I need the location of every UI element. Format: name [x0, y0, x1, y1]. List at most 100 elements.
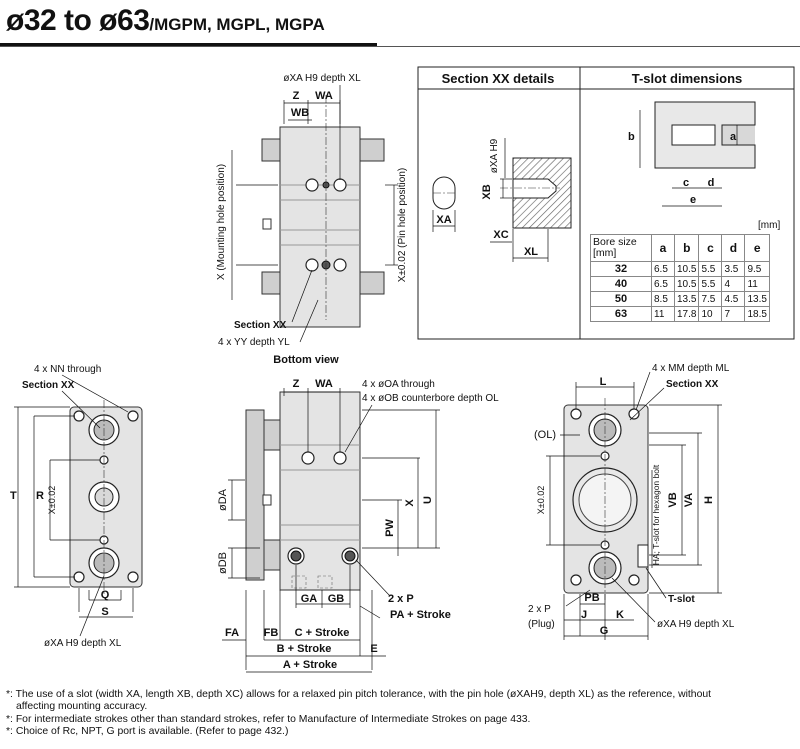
cell-bore: 63 — [590, 306, 652, 322]
sv-label-ga: GA — [301, 593, 318, 605]
t-slot-dimensions-header: T-slot dimensions — [632, 71, 743, 86]
header-c: c — [698, 234, 723, 262]
sv-label-x: X — [404, 499, 416, 507]
cell-value: 6.5 — [651, 261, 675, 277]
rv-label-xa-depth: øXA H9 depth XL — [657, 619, 735, 630]
footnote-1-cont: affecting mounting accuracy. — [16, 701, 148, 713]
title-underline — [0, 43, 377, 46]
sv-label-gb: GB — [328, 593, 345, 605]
rv-label-va: VA — [683, 493, 695, 508]
sv-label-p: 2 x P — [388, 593, 414, 605]
title-models: /MGPM, MGPL, MGPA — [149, 15, 325, 34]
t-slot-drawing: b a c d e — [628, 101, 756, 207]
rv-label-j: J — [581, 609, 587, 621]
lv-label-xa-depth: øXA H9 depth XL — [44, 638, 122, 649]
rv-label-g: G — [600, 625, 609, 637]
lv-label-s: S — [101, 606, 108, 618]
sv-label-e: E — [370, 643, 377, 655]
cell-value: 11 — [651, 306, 675, 322]
label-xa: XA — [436, 214, 451, 226]
header-b: b — [673, 234, 700, 262]
bv-label-xa-depth: øXA H9 depth XL — [283, 73, 361, 84]
cell-value: 8.5 — [651, 291, 675, 307]
rv-label-ol: (OL) — [534, 429, 556, 441]
bv-label-wb: WB — [291, 107, 309, 119]
sv-label-da: øDA — [217, 488, 229, 511]
footnote-3: *: Choice of Rc, NPT, G port is availabl… — [6, 726, 289, 738]
side-view: Z WA 4 x øOA through 4 x øOB counterbore… — [217, 378, 499, 673]
title-divider — [0, 46, 800, 47]
rv-label-vb: VB — [667, 492, 679, 507]
cell-value: 13.5 — [673, 291, 700, 307]
cell-bore: 32 — [590, 261, 652, 277]
cell-value: 6.5 — [651, 276, 675, 292]
rv-label-l: L — [600, 376, 607, 388]
bottom-view-caption: Bottom view — [273, 354, 339, 366]
lv-label-nn: 4 x NN through — [34, 364, 101, 375]
header-e: e — [744, 234, 770, 262]
page-title: ø32 to ø63/MGPM, MGPL, MGPA — [6, 4, 325, 38]
bv-label-x-pin: X±0.02 (Pin hole position) — [397, 168, 408, 282]
lv-label-q: Q — [101, 589, 110, 601]
sv-label-ob: 4 x øOB counterbore depth OL — [362, 393, 499, 404]
sv-label-oa: 4 x øOA through — [362, 379, 435, 390]
table-unit: [mm] — [758, 220, 781, 231]
footnotes: *: The use of a slot (width XA, length X… — [6, 689, 796, 739]
rv-label-plug: (Plug) — [528, 619, 555, 630]
cell-value: 10.5 — [673, 261, 700, 277]
bv-label-x-mount: X (Mounting hole position) — [216, 164, 227, 280]
bv-label-yy: 4 x YY depth YL — [218, 337, 290, 348]
cell-value: 5.5 — [698, 261, 723, 277]
rv-label-section-xx: Section XX — [666, 379, 719, 390]
label-oxa-h9: øXA H9 — [489, 138, 500, 173]
rv-label-tslot: T-slot — [668, 594, 695, 605]
sv-label-pw: PW — [384, 519, 396, 537]
label-d: d — [708, 177, 715, 189]
rv-label-k: K — [616, 609, 624, 621]
cell-value: 9.5 — [744, 261, 770, 277]
right-end-view: L 4 x MM depth ML Section XX (OL) X±0.02… — [528, 363, 735, 640]
title-bore-range: ø32 to ø63 — [6, 4, 150, 37]
lv-label-r: R — [36, 490, 44, 502]
sv-label-z: Z — [293, 378, 300, 390]
lv-label-section-xx: Section XX — [22, 380, 75, 391]
section-panel: Section XX details T-slot dimensions XA … — [417, 66, 795, 340]
cell-value: 4 — [721, 276, 746, 292]
cell-value: 10 — [698, 306, 723, 322]
sv-label-fa: FA — [225, 627, 239, 639]
label-c: c — [683, 177, 689, 189]
sv-label-pa: PA + Stroke — [390, 609, 451, 621]
cell-value: 7 — [721, 306, 746, 322]
slot-detail-drawing: XA XB øXA H9 XL XC — [432, 138, 572, 262]
left-end-view: 4 x NN through Section XX T R X±0.02 Q S… — [10, 364, 143, 649]
sv-label-c: C + Stroke — [295, 627, 350, 639]
label-xl: XL — [524, 246, 538, 258]
header-bore-size: Bore size [mm] — [590, 234, 652, 262]
label-e: e — [690, 194, 696, 206]
label-a: a — [730, 131, 737, 143]
cell-value: 4.5 — [721, 291, 746, 307]
sv-label-wa: WA — [315, 378, 333, 390]
footnote-1: *: The use of a slot (width XA, length X… — [6, 689, 712, 700]
cell-value: 5.5 — [698, 276, 723, 292]
header-d: d — [721, 234, 746, 262]
cell-bore: 50 — [590, 291, 652, 307]
bv-label-section-xx: Section XX — [234, 320, 287, 331]
sv-label-b: B + Stroke — [277, 643, 332, 655]
rv-label-p: 2 x P — [528, 604, 551, 615]
rv-label-mm: 4 x MM depth ML — [652, 363, 730, 374]
cell-value: 17.8 — [673, 306, 700, 322]
bv-label-wa: WA — [315, 90, 333, 102]
rv-label-x002: X±0.02 — [536, 486, 546, 514]
sv-label-fb: FB — [264, 627, 279, 639]
section-xx-details-header: Section XX details — [442, 71, 555, 86]
label-xb: XB — [481, 184, 493, 199]
rv-label-pb: PB — [584, 592, 599, 604]
cell-value: 13.5 — [744, 291, 770, 307]
lv-label-t: T — [10, 490, 17, 502]
